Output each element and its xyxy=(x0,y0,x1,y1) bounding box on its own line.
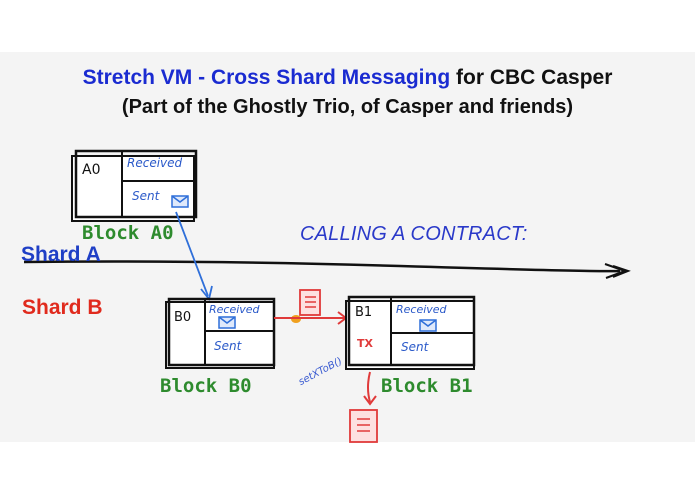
block-b1-tx: TX xyxy=(357,337,373,350)
envelope-icon xyxy=(218,316,236,329)
shard-a-label: Shard A xyxy=(21,243,101,266)
block-b0-label: Block B0 xyxy=(160,375,252,397)
receipt-icon xyxy=(349,409,378,443)
block-b0 xyxy=(165,297,276,369)
calling-contract-heading: CALLING A CONTRACT: xyxy=(300,223,528,245)
block-b1 xyxy=(345,295,476,370)
envelope-icon xyxy=(419,319,437,332)
block-b1-id: B1 xyxy=(355,305,373,320)
call-arrow xyxy=(367,371,371,403)
block-b1-sent: Sent xyxy=(401,340,429,354)
block-a0-sent: Sent xyxy=(132,189,160,203)
title-line-2: (Part of the Ghostly Trio, of Casper and… xyxy=(121,96,574,118)
block-b0-sent: Sent xyxy=(214,339,242,353)
block-b0-id: B0 xyxy=(174,310,192,325)
block-a0 xyxy=(71,149,198,222)
message-arrow-a0-b0 xyxy=(175,211,209,297)
timeline-arrowhead xyxy=(604,263,631,279)
block-a0-received: Received xyxy=(127,156,183,170)
block-a0-id: A0 xyxy=(82,162,101,178)
title-line-1: Stretch VM - Cross Shard Messaging for C… xyxy=(0,66,695,90)
block-b1-received: Received xyxy=(396,303,447,316)
shard-b-label: Shard B xyxy=(22,296,103,319)
diagram-canvas xyxy=(0,52,695,442)
title-rest: for CBC Casper xyxy=(450,66,613,89)
shard-a-timeline xyxy=(23,260,621,273)
block-b1-label: Block B1 xyxy=(381,375,473,397)
receipt-icon xyxy=(299,289,321,316)
block-a0-label: Block A0 xyxy=(82,222,174,244)
block-b0-received: Received xyxy=(209,303,260,316)
title-highlight: Stretch VM - Cross Shard Messaging xyxy=(82,66,451,89)
envelope-icon xyxy=(171,195,189,208)
